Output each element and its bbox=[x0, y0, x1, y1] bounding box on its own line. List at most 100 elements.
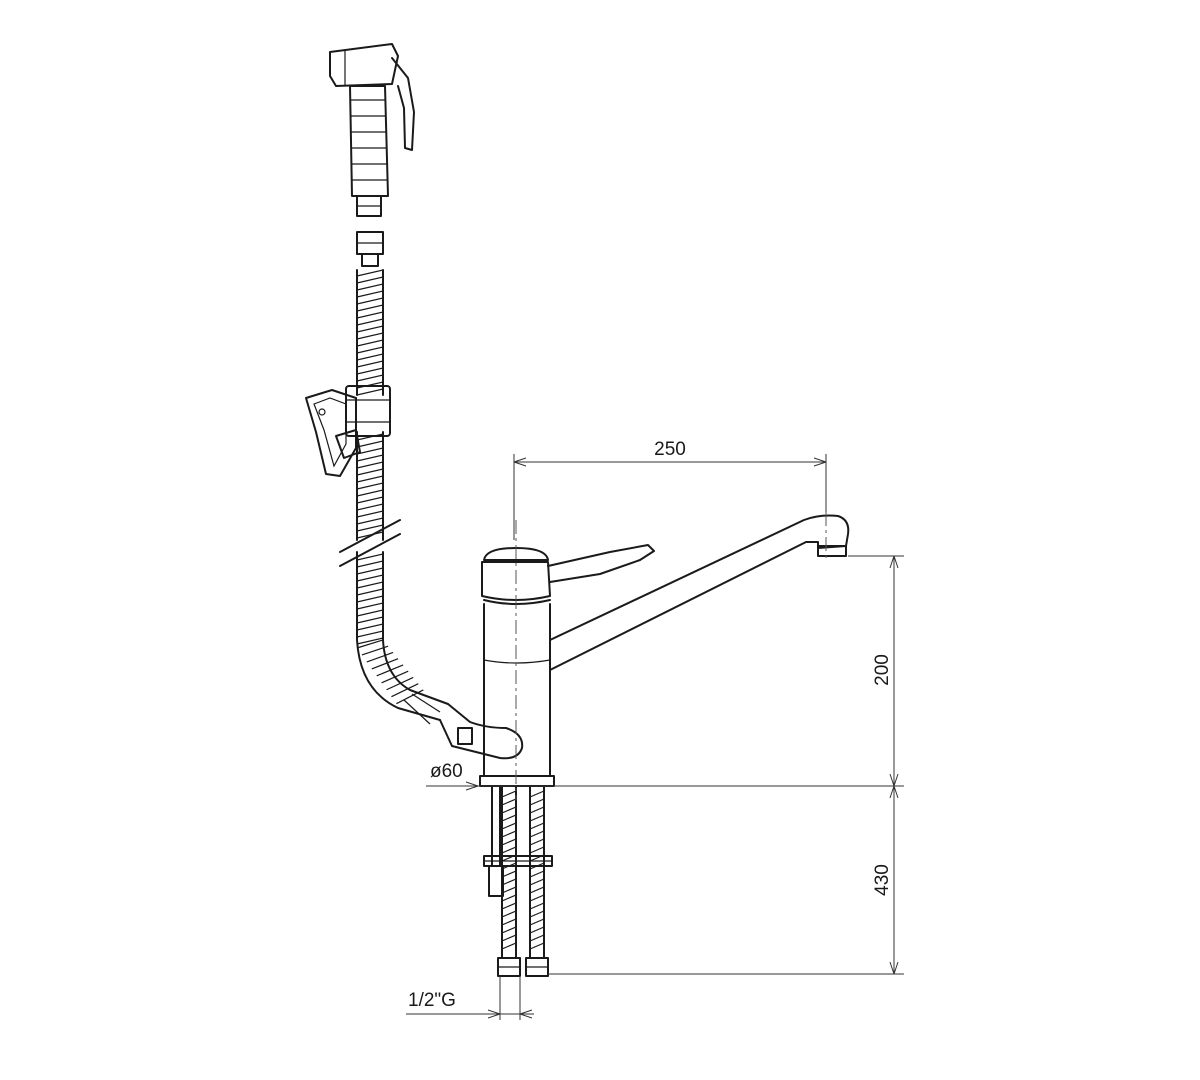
hose-coil-winding bbox=[356, 269, 384, 277]
hose-braid-mark bbox=[529, 870, 545, 878]
hose-coil-winding bbox=[356, 560, 384, 568]
hose-braid-mark bbox=[529, 830, 545, 838]
dim-base-diameter: ø60 bbox=[430, 761, 479, 791]
hose-coil-winding bbox=[376, 664, 404, 677]
dim-spout-reach: 250 bbox=[513, 439, 827, 540]
hose-coil-winding bbox=[356, 311, 384, 319]
hose-coil-winding bbox=[356, 304, 384, 312]
hose-coil-winding bbox=[356, 609, 384, 617]
hose-coil-winding bbox=[356, 616, 384, 624]
hose-braid-mark bbox=[501, 870, 517, 878]
hose-coil-winding bbox=[356, 297, 384, 305]
dim-label-thread: 1/2"G bbox=[408, 990, 456, 1011]
hose-coil-winding bbox=[386, 676, 414, 691]
hose-coil-winding bbox=[381, 670, 409, 684]
hose-braid-mark bbox=[501, 942, 517, 950]
hose-braid-mark bbox=[501, 806, 517, 814]
dim-label-200: 200 bbox=[872, 654, 893, 686]
hose-coil-winding bbox=[366, 651, 394, 663]
hose-braid-mark bbox=[529, 846, 545, 854]
hose-coil-winding bbox=[356, 623, 384, 631]
hose-braid-mark bbox=[501, 902, 517, 910]
hose-coil-winding bbox=[356, 360, 384, 368]
hose-coil-winding bbox=[356, 503, 384, 511]
hose-coil-winding bbox=[371, 658, 399, 670]
hose-coil-winding bbox=[356, 447, 384, 455]
hose-braid-mark bbox=[501, 894, 517, 902]
mixer-body bbox=[479, 544, 655, 787]
hose-coil-winding bbox=[356, 475, 384, 483]
hose-coil-winding bbox=[356, 374, 384, 382]
hose-braid-mark bbox=[501, 846, 517, 854]
hose-coil-winding bbox=[356, 574, 384, 582]
hose-coil-winding bbox=[356, 461, 384, 469]
hose-coil-winding bbox=[356, 496, 384, 504]
hose-coil-winding bbox=[356, 517, 384, 525]
hand-spray-head bbox=[329, 43, 415, 217]
hose-coil-winding bbox=[356, 388, 384, 396]
hose-upper-nut bbox=[356, 231, 384, 267]
hose-braid-mark bbox=[529, 886, 545, 894]
hose-braid-mark bbox=[529, 806, 545, 814]
dim-label-430: 430 bbox=[872, 864, 893, 896]
dim-spout-height: 200 bbox=[848, 555, 904, 787]
hose-braid-mark bbox=[529, 902, 545, 910]
hose-coil-winding bbox=[356, 489, 384, 497]
hose-coil-winding bbox=[356, 325, 384, 333]
hose-coil-winding bbox=[361, 645, 389, 656]
hose-coil-winding bbox=[356, 637, 384, 645]
hose-coil-winding bbox=[356, 440, 384, 448]
dim-thread-size: 1/2"G bbox=[406, 976, 534, 1020]
hose-braid-mark bbox=[501, 926, 517, 934]
spout bbox=[549, 514, 850, 671]
hose-wall-holder bbox=[305, 385, 391, 477]
hose-braid-mark bbox=[501, 838, 517, 846]
hose-coil-winding bbox=[356, 353, 384, 361]
hose-braid-mark bbox=[501, 910, 517, 918]
hose-coil-winding bbox=[356, 283, 384, 291]
hose-braid-mark bbox=[529, 934, 545, 942]
hose-coil-winding bbox=[356, 454, 384, 462]
dim-label-diameter: ø60 bbox=[430, 761, 463, 782]
hose-braid-mark bbox=[501, 934, 517, 942]
hose-braid-mark bbox=[529, 942, 545, 950]
hose-braid-mark bbox=[529, 910, 545, 918]
hose-coil-winding bbox=[356, 595, 384, 603]
hose-coil-winding bbox=[356, 367, 384, 375]
hose-braid-mark bbox=[501, 814, 517, 822]
hose-coil-winding bbox=[356, 482, 384, 490]
hose-coil-winding bbox=[356, 339, 384, 347]
hose-braid-mark bbox=[529, 822, 545, 830]
hose-coil-winding bbox=[356, 630, 384, 638]
hose-braid-mark bbox=[501, 886, 517, 894]
hose-braid-mark bbox=[529, 798, 545, 806]
hose-coil-winding bbox=[356, 588, 384, 596]
hose-braid-mark bbox=[501, 878, 517, 886]
hose-braid-mark bbox=[529, 838, 545, 846]
hose-coil-winding bbox=[356, 639, 384, 649]
hose-braid-mark bbox=[529, 926, 545, 934]
hose-braid-mark bbox=[529, 790, 545, 798]
hose-braid-mark bbox=[501, 830, 517, 838]
hose-braid-mark bbox=[501, 798, 517, 806]
hose-diverter-outlet bbox=[403, 693, 524, 760]
hose-coil-winding bbox=[356, 524, 384, 532]
dim-supply-length: 430 bbox=[548, 785, 904, 975]
hose-break-mark bbox=[339, 519, 401, 567]
hose-coil-winding bbox=[356, 276, 384, 284]
hose-coil-winding bbox=[391, 683, 419, 698]
hose-coil-winding bbox=[396, 689, 424, 705]
hose-braid-mark bbox=[529, 814, 545, 822]
hose-braid-mark bbox=[501, 918, 517, 926]
hose-coil-winding bbox=[356, 553, 384, 561]
hose-coil-winding bbox=[356, 510, 384, 518]
hose-braid-mark bbox=[501, 822, 517, 830]
hose-coil-winding bbox=[356, 346, 384, 354]
hose-braid-mark bbox=[501, 790, 517, 798]
spiral-hose bbox=[356, 269, 449, 721]
supply-pipes bbox=[483, 785, 553, 977]
dim-label-250: 250 bbox=[654, 439, 686, 460]
hose-braid-mark bbox=[529, 878, 545, 886]
hose-coil-winding bbox=[356, 581, 384, 589]
